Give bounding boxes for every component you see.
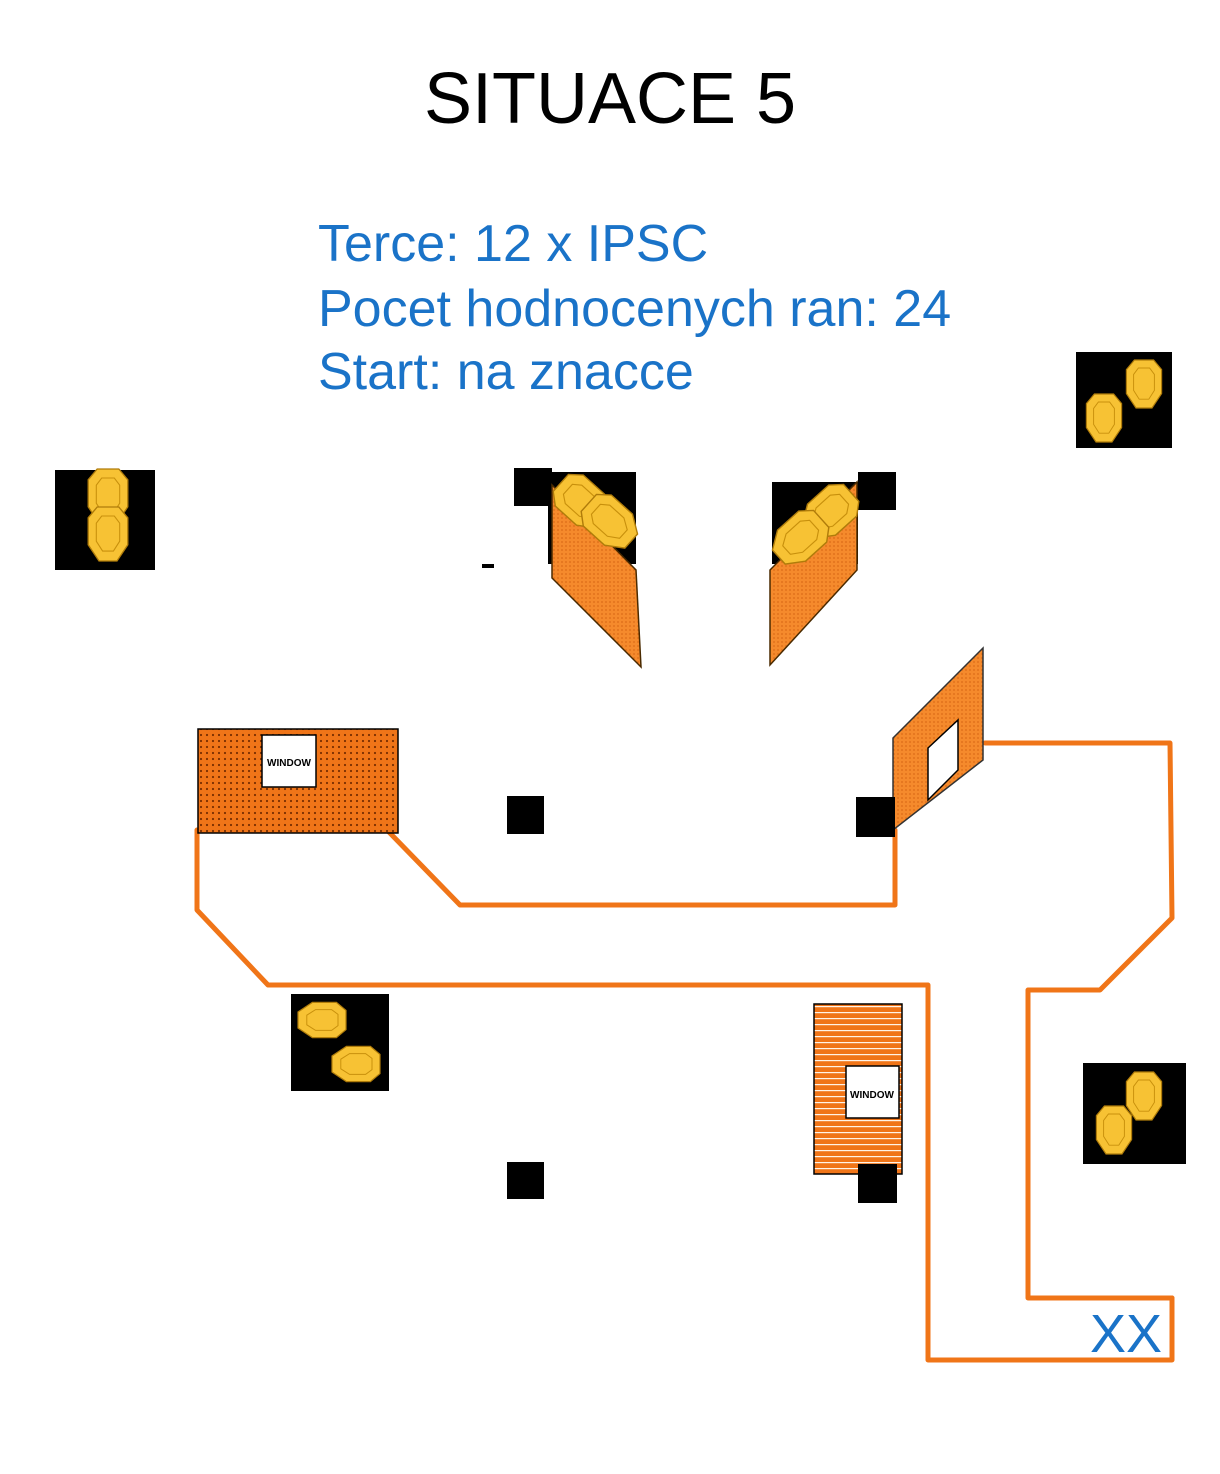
target-group-upper-left (55, 468, 155, 570)
upper-right-wall (764, 472, 896, 667)
info-start: Start: na znacce (318, 343, 694, 401)
no-shoot-marker (856, 797, 895, 837)
ipsc-target-icon (87, 506, 129, 562)
window-barricade-left: WINDOW (197, 728, 399, 834)
no-shoot-marker (858, 472, 896, 510)
ipsc-target-icon (1125, 1071, 1163, 1121)
ipsc-target-icon (1085, 393, 1123, 443)
window-label-lower: WINDOW (850, 1090, 894, 1101)
info-targets: Terce: 12 x IPSC (318, 215, 709, 273)
window-barricade-lower: WINDOW (813, 1003, 903, 1175)
target-group-upper-right (1076, 352, 1172, 448)
target-group-lower-right (1083, 1063, 1186, 1164)
start-mark: XX (1090, 1304, 1162, 1364)
ipsc-target-icon (1095, 1105, 1133, 1155)
target-group-lower-left (291, 994, 389, 1091)
fault-lines (194, 740, 1175, 1363)
no-shoot-marker (514, 468, 552, 506)
info-rounds: Pocet hodnocenych ran: 24 (318, 280, 952, 338)
ipsc-target-icon (331, 1045, 381, 1083)
upper-left-wall (514, 466, 646, 669)
ipsc-target-icon (1125, 359, 1163, 409)
diagram-title: SITUACE 5 (423, 59, 797, 139)
no-shoot-marker (507, 1162, 544, 1199)
ipsc-target-icon (297, 1001, 347, 1039)
small-mark (482, 564, 494, 568)
no-shoot-marker (507, 796, 544, 834)
no-shoot-markers (482, 564, 897, 1203)
window-label-left: WINDOW (267, 758, 311, 769)
angled-wall-right (892, 646, 984, 832)
no-shoot-marker (858, 1164, 897, 1203)
